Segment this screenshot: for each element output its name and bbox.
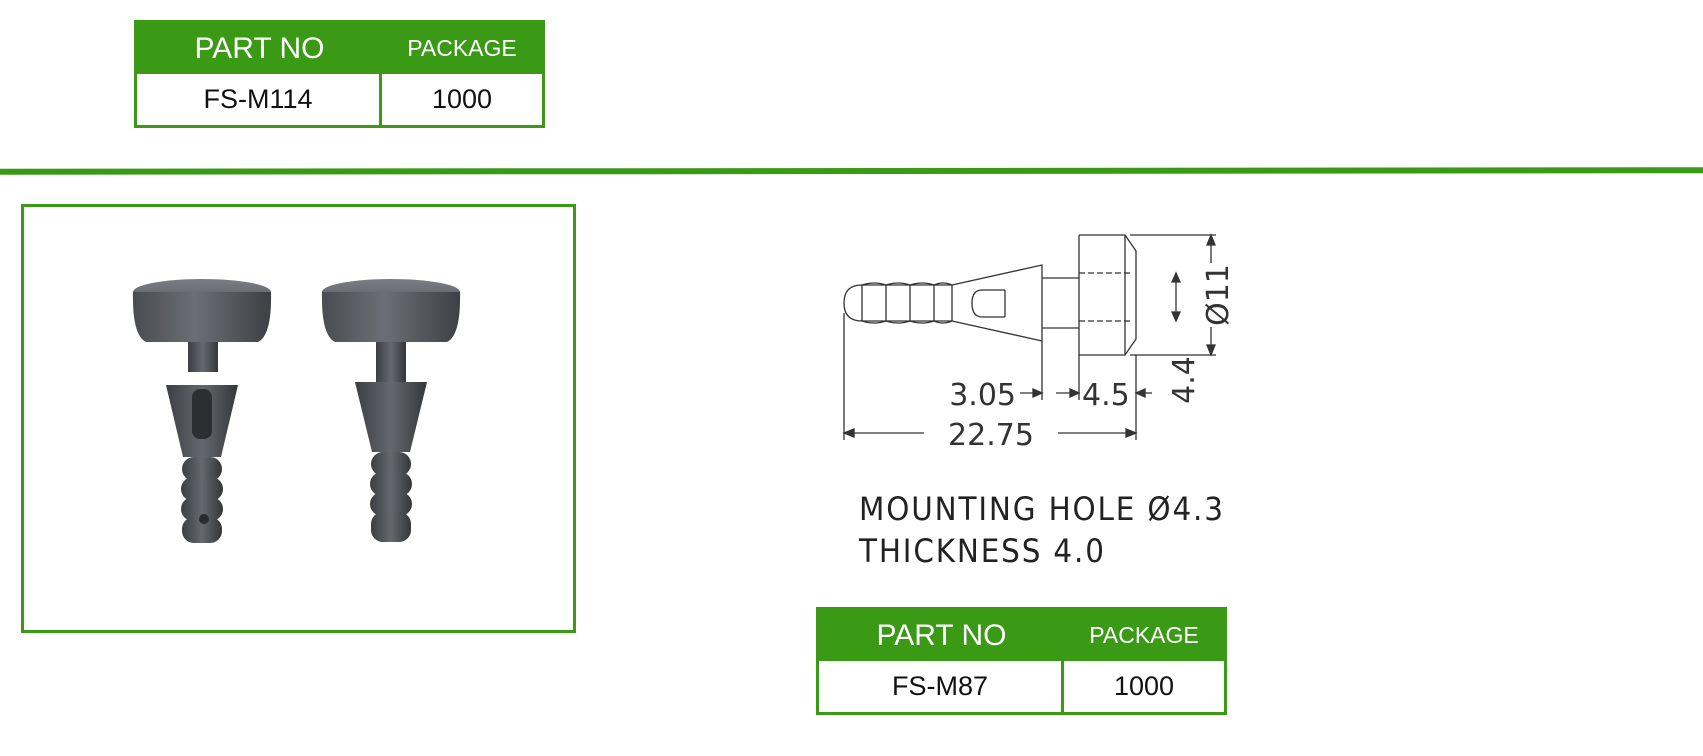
cell-part-no: FS-M87: [819, 661, 1064, 712]
table-row: FS-M87 1000: [819, 661, 1224, 712]
technical-drawing: Ø11 4.4 3.05 4.5 22.75: [840, 225, 1240, 465]
section-divider: [0, 167, 1703, 175]
dim-b: 4.5: [1082, 378, 1130, 413]
dim-length: 22.75: [948, 418, 1034, 453]
header-package: PACKAGE: [407, 35, 517, 61]
table-header: PART NO PACKAGE: [137, 23, 542, 74]
table-row: FS-M114 1000: [137, 74, 542, 125]
dim-c: 4.4: [1167, 356, 1202, 404]
dim-a: 3.05: [949, 378, 1016, 413]
header-package: PACKAGE: [1089, 622, 1199, 648]
table-header: PART NO PACKAGE: [819, 610, 1224, 661]
product-photo: [132, 279, 461, 543]
product-photo-frame: [21, 204, 576, 633]
spec-table-bottom: PART NO PACKAGE FS-M87 1000: [816, 607, 1227, 715]
mounting-hole-note: MOUNTING HOLE Ø4.3: [859, 490, 1225, 528]
cell-package: 1000: [1113, 671, 1175, 701]
dim-diameter: Ø11: [1201, 264, 1236, 326]
header-part-no: PART NO: [876, 618, 1007, 652]
spec-table-top: PART NO PACKAGE FS-M114 1000: [134, 20, 545, 128]
rivet-left: [132, 279, 272, 543]
cell-package: 1000: [431, 84, 493, 114]
drawing-svg: Ø11 4.4 3.05 4.5 22.75: [842, 233, 1236, 453]
header-part-no: PART NO: [194, 31, 325, 65]
thickness-note: THICKNESS 4.0: [859, 532, 1106, 570]
cell-part-no: FS-M114: [137, 74, 382, 125]
rivet-right: [321, 279, 461, 542]
